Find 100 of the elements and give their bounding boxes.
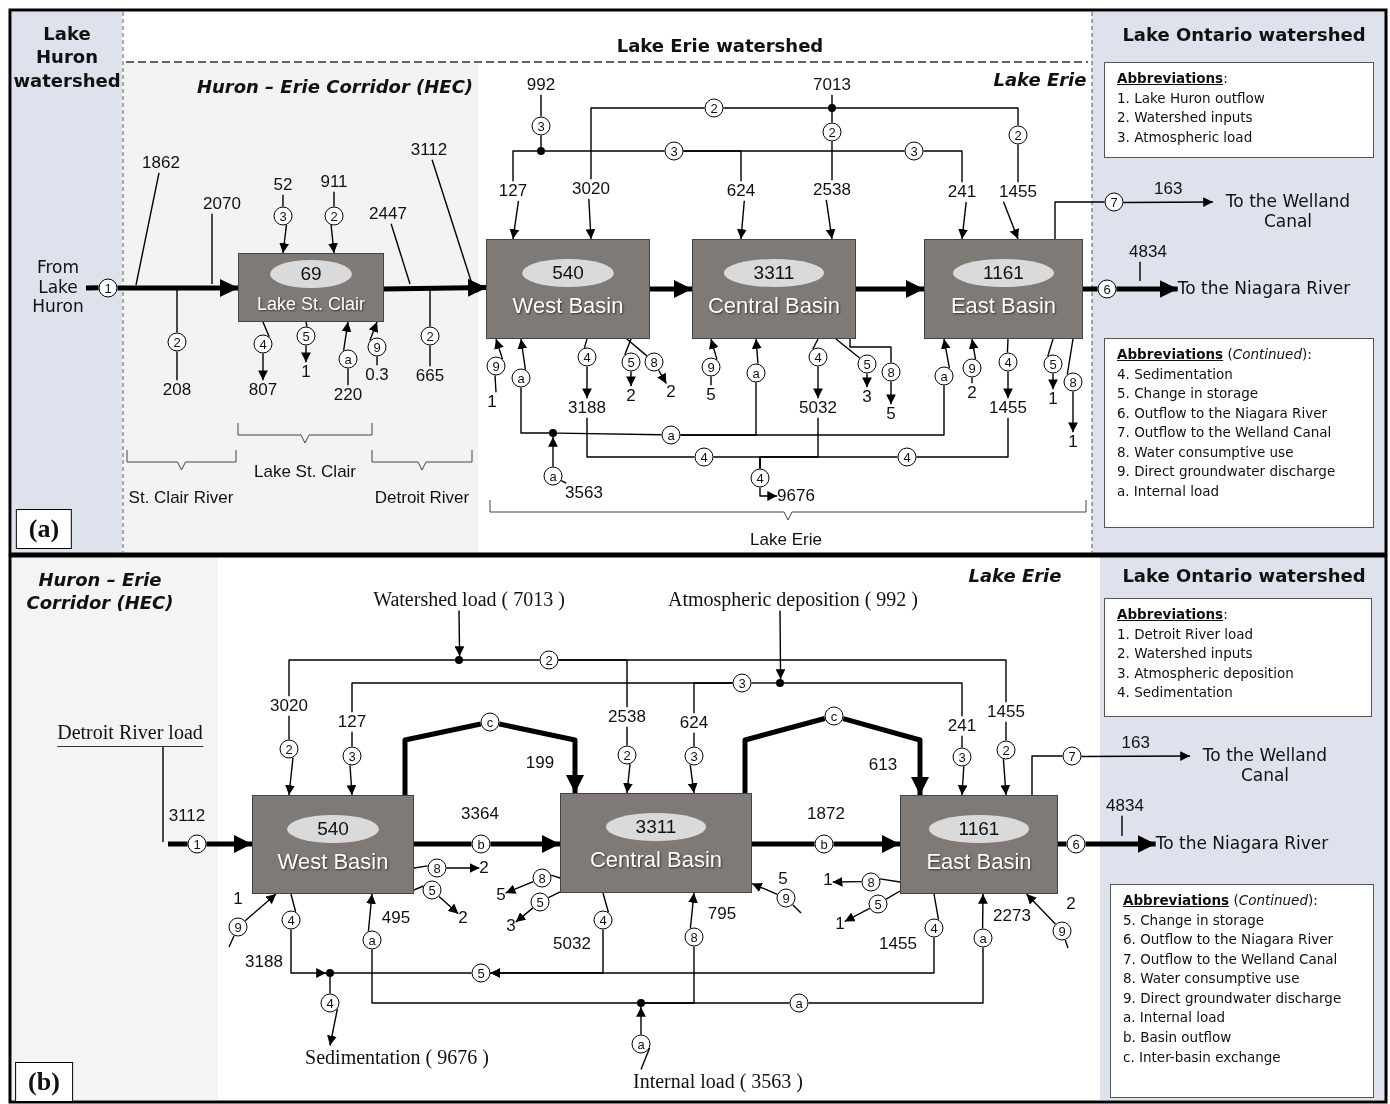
abbreviation-item: b. Basin outflow: [1123, 1027, 1233, 1047]
connector-line: [586, 417, 696, 458]
circled-marker: 8: [881, 362, 901, 382]
panel-label: (b): [15, 1062, 73, 1102]
flow-text: 4834: [1106, 796, 1144, 816]
region-title: Lake Erie: [967, 564, 1063, 588]
circled-marker: c: [480, 712, 500, 732]
flow-text: 1: [1068, 432, 1078, 452]
arrow: [1003, 370, 1013, 399]
abbreviation-box: [1104, 338, 1374, 528]
connector-line: [624, 338, 632, 356]
connector-line: [540, 94, 542, 118]
value-label: 1: [233, 889, 243, 909]
circled-marker: 7: [1104, 192, 1124, 212]
region-band: [1092, 12, 1385, 553]
circled-marker: 3: [732, 673, 752, 693]
flow-text: Sedimentation ( 9676 ): [305, 1045, 489, 1069]
arrow: [862, 372, 872, 388]
basin-box: [486, 239, 650, 339]
connector-line: [1006, 338, 1009, 354]
arrow: [751, 882, 778, 895]
circled-marker: a: [789, 993, 809, 1013]
arrow: [957, 765, 968, 796]
flow-text: 2447: [369, 204, 407, 224]
connector-line: [347, 367, 349, 386]
flow-text: Internal load ( 3563 ): [633, 1069, 803, 1093]
connector-line: [550, 874, 561, 879]
storage-value: 1161: [928, 814, 1030, 843]
value-label: 2: [1066, 894, 1076, 914]
circled-marker: 2: [822, 122, 842, 142]
arrow: [636, 1006, 646, 1036]
flow-text: 992: [526, 75, 556, 95]
circled-marker: 2: [704, 98, 724, 118]
abbreviation-item: 1. Detroit River load: [1117, 624, 1255, 644]
basin-name: Central Basin: [707, 293, 841, 319]
circled-marker: a: [362, 930, 382, 950]
leader-line: [390, 223, 411, 285]
connector-line: [371, 948, 638, 1004]
flow-arrow: [498, 721, 584, 793]
junction-dot: [637, 999, 645, 1007]
flow-text: 52: [273, 175, 293, 195]
flow-text: 3112: [410, 140, 448, 160]
connector-line: [1017, 143, 1019, 183]
connector-line: [512, 150, 538, 182]
flow-text: 241: [947, 716, 977, 736]
abbreviation-item: 2. Watershed inputs: [1117, 644, 1254, 664]
arrow: [515, 907, 534, 923]
flow-arrow: [833, 835, 900, 853]
flow-arrow: [490, 834, 560, 853]
circled-marker: a: [543, 466, 563, 486]
abbreviation-box: [1104, 598, 1372, 717]
arrow: [844, 907, 871, 923]
abbreviation-item: 7. Outflow to the Welland Canal: [1117, 423, 1333, 443]
circled-marker: 2: [324, 206, 344, 226]
connector-line: [710, 375, 712, 386]
storage-value: 540: [287, 814, 379, 843]
circled-marker: 4: [320, 993, 340, 1013]
connector-line: [835, 107, 1019, 127]
flow-text: 1: [1048, 389, 1058, 409]
connector-line: [288, 715, 290, 741]
value-label: 3364: [461, 804, 499, 824]
connector-line: [915, 417, 1009, 458]
circled-marker: 8: [644, 352, 664, 372]
circled-marker: 9: [776, 888, 796, 908]
basin-box: [900, 795, 1058, 894]
abbreviation-item: 4. Sedimentation: [1117, 683, 1234, 703]
circled-marker: 2: [996, 740, 1016, 760]
connector-line: [679, 384, 945, 436]
arrow: [258, 352, 268, 381]
arrow: [582, 365, 592, 399]
connector-line: [1031, 755, 1064, 796]
connector-line: [922, 150, 963, 183]
flow-text: 1862: [142, 153, 180, 173]
circled-marker: 1: [187, 834, 207, 854]
circled-marker: 4: [694, 447, 714, 467]
arrow: [832, 876, 863, 887]
region-title: Lake Huron watershed: [12, 21, 122, 93]
arrow: [886, 380, 896, 405]
connector-line: [329, 976, 331, 995]
connector-line: [1054, 201, 1106, 240]
junction-dot: [455, 656, 463, 664]
circled-marker: 4: [253, 334, 273, 354]
flow-text: 665: [415, 366, 445, 386]
flow-text: 5: [496, 885, 506, 905]
connector-line: [971, 376, 973, 384]
connector-line: [494, 374, 497, 393]
flow-arrow: [842, 716, 929, 795]
connector-line: [282, 194, 284, 208]
connector-line: [722, 107, 829, 109]
circled-marker: 4: [577, 347, 597, 367]
circled-marker: 4: [808, 347, 828, 367]
arrow: [445, 863, 480, 873]
flow-text: 1455: [999, 182, 1037, 202]
arrow: [825, 199, 836, 240]
flow-text: To the Niagara River: [1155, 834, 1329, 854]
arrow: [626, 370, 636, 387]
abbreviation-item: 9. Direct groundwater discharge: [1123, 988, 1343, 1008]
abbreviation-heading: Abbreviations (Continued):: [1123, 891, 1319, 910]
circled-marker: 5: [530, 892, 550, 912]
abbreviation-item: 3. Atmospheric deposition: [1117, 663, 1295, 683]
